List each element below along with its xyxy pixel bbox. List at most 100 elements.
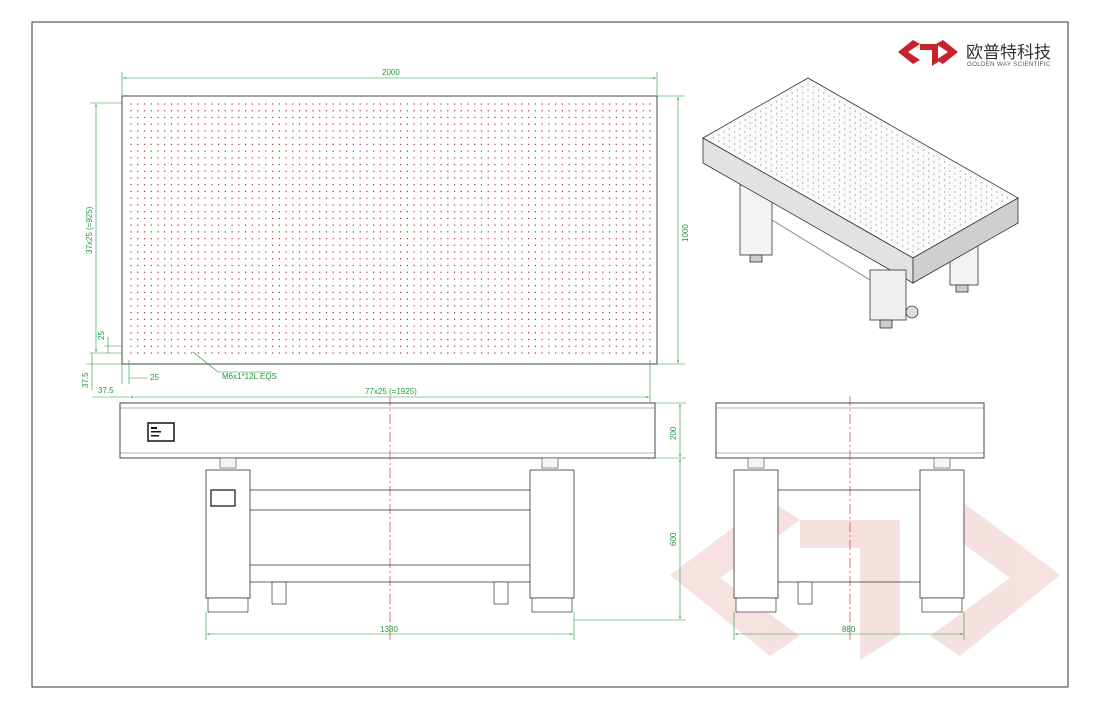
iso-hole xyxy=(781,176,783,178)
iso-hole xyxy=(844,194,846,196)
mounting-hole xyxy=(258,318,260,320)
iso-hole xyxy=(818,125,819,127)
mounting-hole xyxy=(440,231,442,233)
mounting-hole xyxy=(312,123,314,125)
mounting-hole xyxy=(521,291,523,294)
mounting-hole xyxy=(501,291,503,294)
mounting-hole xyxy=(406,143,408,145)
mounting-hole xyxy=(534,184,537,186)
mounting-hole xyxy=(548,325,550,327)
mounting-hole xyxy=(312,345,314,347)
mounting-hole xyxy=(460,110,462,112)
mounting-hole xyxy=(379,184,381,186)
mounting-hole xyxy=(474,291,476,294)
mounting-hole xyxy=(265,291,267,294)
mounting-hole xyxy=(231,251,233,253)
iso-hole xyxy=(818,191,819,193)
mounting-hole xyxy=(507,298,510,300)
mounting-hole xyxy=(319,312,321,314)
mounting-hole xyxy=(164,197,166,199)
mounting-hole xyxy=(534,312,537,314)
mounting-hole xyxy=(218,318,220,320)
mounting-hole xyxy=(642,103,644,105)
mounting-hole xyxy=(406,110,408,112)
mounting-hole xyxy=(305,211,307,213)
mounting-hole xyxy=(386,110,388,112)
mounting-hole xyxy=(460,224,462,226)
iso-hole xyxy=(812,164,814,166)
mounting-hole xyxy=(224,177,226,179)
iso-hole xyxy=(860,119,861,121)
iso-hole xyxy=(781,104,783,106)
mounting-hole xyxy=(521,163,523,166)
mounting-hole xyxy=(143,190,146,193)
mounting-hole xyxy=(595,184,597,186)
mounting-hole xyxy=(265,123,267,125)
mounting-hole xyxy=(629,123,631,125)
mounting-hole xyxy=(285,312,287,314)
mounting-hole xyxy=(251,231,253,233)
front-tabletop xyxy=(119,402,656,459)
mounting-hole xyxy=(480,278,483,280)
mounting-hole xyxy=(244,285,247,287)
mounting-hole xyxy=(622,258,624,260)
mounting-hole xyxy=(386,217,388,220)
mounting-hole xyxy=(588,271,590,273)
mounting-hole xyxy=(292,211,294,213)
mounting-hole xyxy=(528,231,530,233)
mounting-hole xyxy=(528,204,530,206)
mounting-hole xyxy=(514,345,516,347)
mounting-hole xyxy=(608,251,611,253)
mounting-hole xyxy=(191,204,193,206)
mounting-hole xyxy=(386,332,388,334)
mounting-hole xyxy=(231,123,233,125)
mounting-hole xyxy=(480,312,483,314)
iso-hole xyxy=(854,128,856,130)
mounting-hole xyxy=(278,231,280,233)
mounting-hole xyxy=(555,197,557,199)
mounting-hole xyxy=(164,150,166,152)
iso-hole xyxy=(812,176,814,178)
iso-hole xyxy=(786,143,788,145)
mounting-hole xyxy=(157,271,159,273)
iso-hole xyxy=(854,188,856,190)
mounting-hole xyxy=(170,224,173,226)
iso-hole xyxy=(839,191,840,193)
mounting-hole xyxy=(157,244,159,246)
iso-hole xyxy=(854,116,856,118)
mounting-hole xyxy=(534,116,537,119)
mounting-hole xyxy=(285,264,287,267)
iso-hole xyxy=(917,200,919,202)
iso-hole xyxy=(881,173,882,175)
mounting-hole xyxy=(373,130,375,132)
mounting-hole xyxy=(352,157,355,159)
mounting-hole xyxy=(143,123,146,125)
mounting-hole xyxy=(649,345,651,347)
mounting-hole xyxy=(332,325,334,327)
mounting-hole xyxy=(265,338,267,341)
mounting-hole xyxy=(352,251,355,253)
mounting-hole xyxy=(642,271,644,273)
mounting-hole xyxy=(143,291,146,294)
mounting-hole xyxy=(460,312,462,314)
mounting-hole xyxy=(615,231,617,233)
mounting-hole xyxy=(420,271,422,273)
mounting-hole xyxy=(224,291,226,294)
mounting-hole xyxy=(359,211,361,213)
mounting-hole xyxy=(157,130,159,132)
mounting-hole xyxy=(164,318,166,320)
mounting-hole xyxy=(150,103,152,105)
mounting-hole xyxy=(265,130,267,132)
iso-hole xyxy=(776,167,777,169)
mounting-hole xyxy=(184,157,186,159)
mounting-hole xyxy=(534,197,537,199)
mounting-hole xyxy=(548,170,550,172)
mounting-hole xyxy=(534,163,537,166)
mounting-hole xyxy=(211,312,213,314)
mounting-hole xyxy=(386,285,388,287)
iso-hole xyxy=(860,143,861,145)
mounting-hole xyxy=(231,224,233,226)
iso-hole xyxy=(896,200,898,202)
mounting-hole xyxy=(143,244,146,246)
mounting-hole xyxy=(386,116,388,119)
